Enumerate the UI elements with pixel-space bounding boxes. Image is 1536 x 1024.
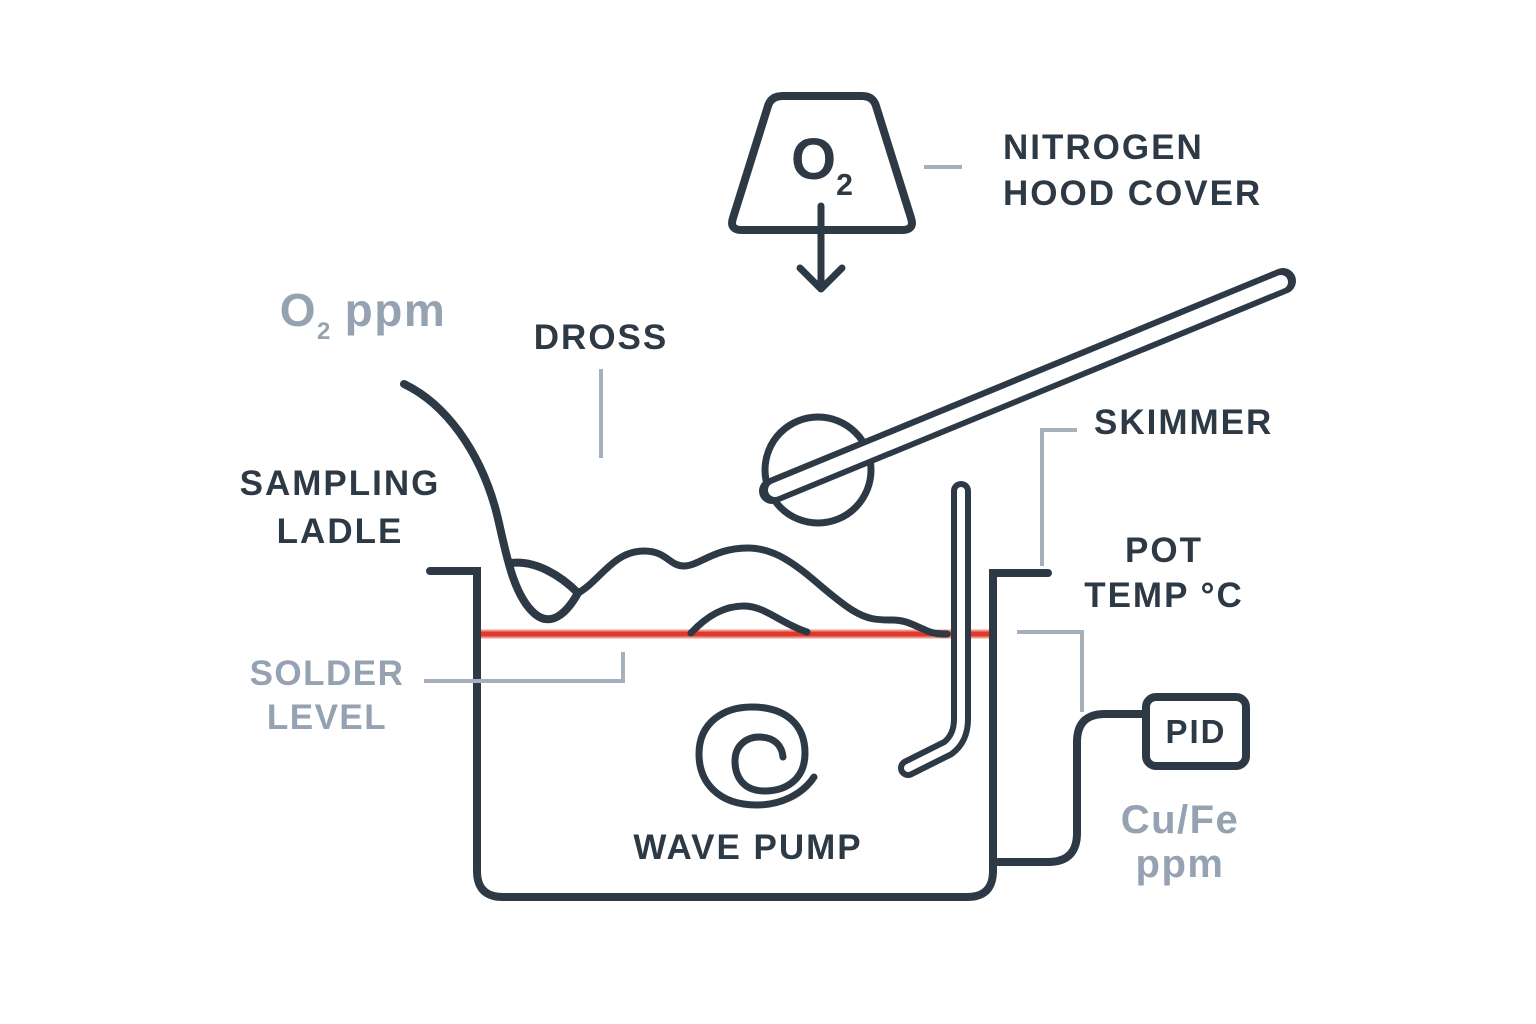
pid-box (1142, 693, 1250, 770)
solder-level-label-line2: LEVEL (266, 698, 388, 737)
skimmer-head-circle (761, 413, 875, 527)
nitrogen-hood-icon (728, 92, 916, 234)
sampling-ladle-label-line1: SAMPLING (239, 464, 441, 503)
gas-flow-arrow (796, 202, 846, 293)
wave-pump-label: WAVE PUMP (633, 828, 863, 867)
hood-gas-label: O2 (791, 127, 853, 202)
sampling-ladle-line (400, 380, 582, 624)
pot-temp-leader-line (1017, 630, 1084, 712)
skimmer-leader-line (1040, 428, 1077, 566)
wave-pump-spiral-icon (695, 703, 818, 809)
nitrogen-hood-cover-label-line1: NITROGEN (1003, 128, 1204, 167)
dross-label: DROSS (533, 318, 669, 357)
thermocouple-probe (898, 481, 971, 778)
pot-outline (426, 567, 1052, 901)
cu-fe-ppm-label-line1: Cu/Fe (1120, 798, 1240, 842)
skimmer-label: SKIMMER (1094, 403, 1274, 442)
sampling-ladle-label-line2: LADLE (276, 512, 404, 551)
solder-wave-bump (687, 602, 811, 637)
pid-wire (989, 710, 1156, 866)
skimmer-handle (759, 268, 1296, 504)
pot-temp-label-line1: POT (1125, 531, 1203, 570)
nitrogen-hood-cover-label-line2: HOOD COVER (1003, 174, 1263, 213)
solder-level-leader-line (424, 652, 625, 683)
pid-label: PID (1165, 712, 1227, 750)
pot-temp-label-line2: TEMP °C (1084, 576, 1244, 615)
dross-wave-line (574, 544, 951, 638)
solder-level-label-line1: SOLDER (249, 654, 405, 693)
o2-ppm-label: O2 ppm (279, 284, 447, 345)
cu-fe-ppm-label-line2: ppm (1135, 842, 1225, 886)
